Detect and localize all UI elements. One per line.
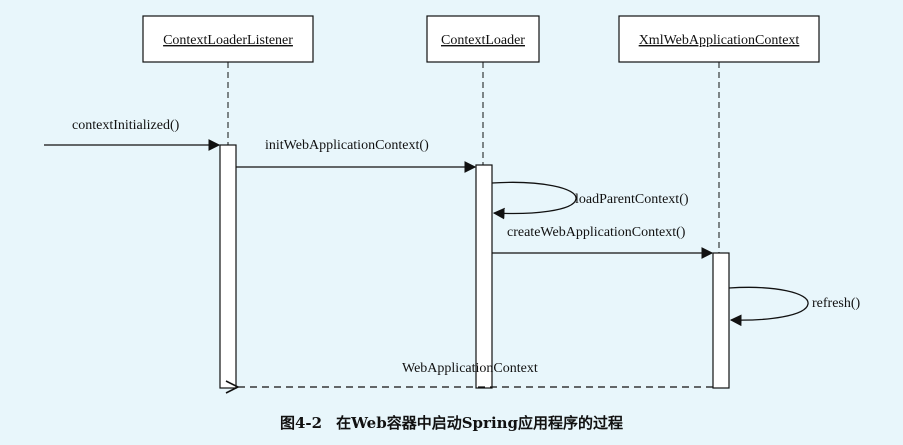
participant-context-loader: ContextLoader: [426, 15, 540, 63]
message-label-init-web-app-context: initWebApplicationContext(): [265, 138, 429, 153]
figure-caption: 图4-2 在Web容器中启动Spring应用程序的过程: [0, 412, 903, 433]
message-label-refresh: refresh(): [812, 296, 861, 311]
message-label-load-parent-context: loadParentContext(): [575, 192, 689, 207]
participant-context-loader-listener: ContextLoaderListener: [142, 15, 314, 63]
participant-label: ContextLoader: [441, 33, 525, 48]
activation-loader: [475, 164, 493, 389]
activation-xmlctx: [712, 252, 730, 389]
sequence-diagram: ContextLoaderListener ContextLoader XmlW…: [44, 15, 861, 410]
message-label-context-initialized: contextInitialized(): [72, 118, 180, 133]
participant-xml-web-application-context: XmlWebApplicationContext: [618, 15, 820, 63]
participant-label: ContextLoaderListener: [163, 33, 293, 48]
participant-label: XmlWebApplicationContext: [639, 33, 800, 48]
message-label-create-web-app-context: createWebApplicationContext(): [507, 225, 686, 240]
self-call-refresh: [728, 286, 809, 327]
self-call-load-parent-context: [491, 181, 577, 220]
figure-caption-text: 在Web容器中启动Spring应用程序的过程: [336, 414, 624, 432]
activation-listener: [219, 144, 237, 389]
return-label-web-app-context: WebApplicationContext: [402, 361, 538, 376]
figure-number: 图4-2: [279, 414, 323, 432]
